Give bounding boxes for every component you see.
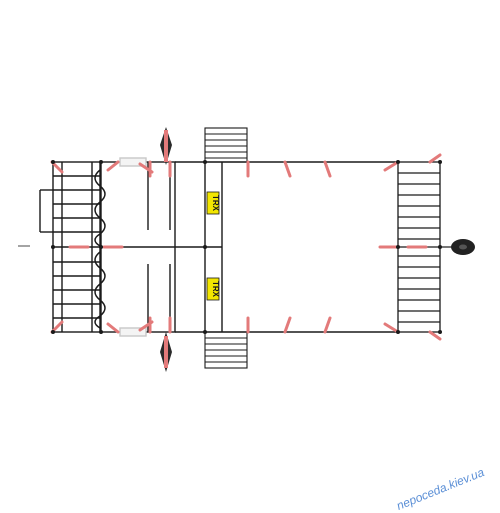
- trx-panel-top: TRX: [206, 191, 220, 215]
- workout-complex-drawing: TRX TRX: [18, 127, 475, 372]
- trx-label-bottom: TRX: [211, 281, 220, 298]
- left-ladder-rungs: [53, 175, 101, 319]
- center-frame: [204, 161, 398, 333]
- post-caps: [51, 160, 442, 334]
- bottom-horizontal-ladder: [204, 331, 248, 369]
- top-horizontal-ladder: [204, 127, 248, 163]
- trx-panel-bottom: TRX: [206, 277, 220, 301]
- bench-top: [160, 127, 172, 165]
- left-ladder-section: [18, 161, 102, 333]
- trx-label-top: TRX: [211, 195, 220, 212]
- wave-bars: [94, 169, 106, 329]
- bench-bottom: [160, 332, 172, 372]
- tire-icon: [440, 239, 475, 255]
- pull-up-bars: [50, 153, 442, 341]
